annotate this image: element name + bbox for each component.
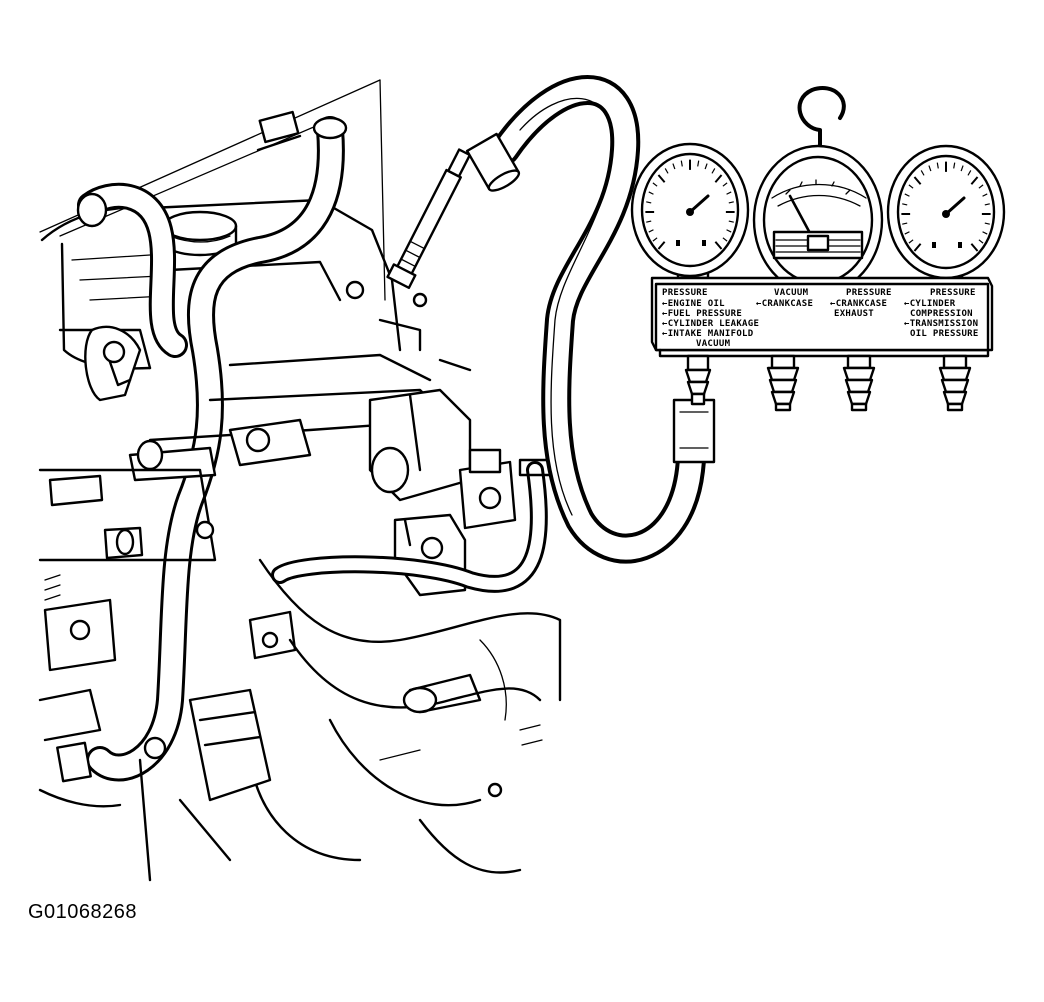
col2-header: VACUUM: [774, 288, 809, 298]
col1-line-3: ←CYLINDER LEAKAGE: [662, 319, 759, 329]
dial-tick: [711, 168, 716, 174]
col4-line-4: OIL PRESSURE: [910, 329, 979, 339]
col4-header: PRESSURE: [930, 288, 976, 298]
col1-line-1: ←ENGINE OIL: [662, 299, 725, 309]
col3-line-2: EXHAUST: [834, 309, 874, 319]
col4-line-2: COMPRESSION: [910, 309, 973, 319]
dial-tick: [722, 237, 728, 242]
dial-tick: [978, 239, 984, 244]
col2-line-1: ←CRANKCASE: [756, 299, 813, 309]
dial-tick: [982, 193, 988, 197]
col1-line-2: ←FUEL PRESSURE: [662, 309, 742, 319]
dial-tick: [913, 176, 922, 185]
dial-tick: [728, 201, 734, 204]
dial-tick: [726, 229, 732, 233]
dial-tick: [984, 222, 990, 225]
port-4: [938, 354, 972, 412]
dial-tick: [970, 176, 979, 185]
engine-assembly: [38, 79, 562, 882]
col3-header: PRESSURE: [846, 288, 892, 298]
dial-tick: [697, 160, 700, 167]
dial-tick: [646, 201, 652, 204]
test-hose-assembly: [386, 75, 716, 564]
port-2: [766, 354, 800, 412]
port-3: [842, 354, 876, 412]
dial-tick: [982, 231, 988, 235]
figure-id: G01068268: [28, 901, 138, 923]
dial-tick: [908, 184, 914, 189]
dial-tick: [967, 170, 972, 176]
dial-tick: [904, 193, 910, 197]
dial-tick: [664, 168, 669, 174]
dial-tick: [960, 165, 964, 172]
dial-tick: [904, 231, 910, 235]
dial-tick: [970, 243, 979, 252]
dial-tick: [902, 203, 908, 206]
col1-header: PRESSURE: [662, 288, 708, 298]
gauge-manifold: PRESSURE ←ENGINE OIL ←FUEL PRESSURE ←CYL…: [650, 276, 994, 358]
manifold-ports: [684, 354, 972, 412]
col4-line-3: ←TRANSMISSION: [904, 319, 978, 329]
right-pressure-gauge: [886, 144, 1006, 280]
dial-tick: [728, 220, 734, 223]
hose-coupling: [465, 132, 521, 192]
dial-tick: [652, 237, 658, 242]
col1-line-5: VACUUM: [696, 339, 731, 349]
dial-tick: [902, 222, 908, 225]
dial-tick: [908, 239, 914, 244]
vacuum-gauge: [752, 144, 884, 296]
dial-tick: [680, 160, 683, 167]
dial-tick: [913, 243, 922, 252]
dial-tick: [672, 163, 676, 170]
dial-tick: [714, 241, 723, 250]
hose-ferrule: [672, 398, 716, 464]
left-pressure-gauge: [630, 142, 750, 280]
dial-tick: [978, 184, 984, 189]
dial-tick: [657, 174, 666, 183]
dial-tick: [704, 163, 708, 170]
dial-tick: [714, 174, 723, 183]
dial-tick: [652, 182, 658, 187]
port-1: [684, 354, 712, 406]
dial-tick: [722, 182, 728, 187]
dial-tick: [648, 191, 654, 195]
dial-tick: [646, 220, 652, 223]
dial-tick: [657, 241, 666, 250]
dial-tick: [936, 162, 939, 169]
col4-line-1: ←CYLINDER: [904, 299, 956, 309]
col3-line-1: ←CRANKCASE: [830, 299, 887, 309]
col1-line-4: ←INTAKE MANIFOLD: [662, 329, 754, 339]
gauge-set: PRESSURE ←ENGINE OIL ←FUEL PRESSURE ←CYL…: [630, 86, 1006, 412]
dial-tick: [953, 162, 956, 169]
dial-tick: [648, 229, 654, 233]
dial-tick: [984, 203, 990, 206]
dial-tick: [928, 165, 932, 172]
dial-tick: [920, 170, 925, 176]
hose-adapter: [386, 148, 472, 290]
dial-tick: [726, 191, 732, 195]
